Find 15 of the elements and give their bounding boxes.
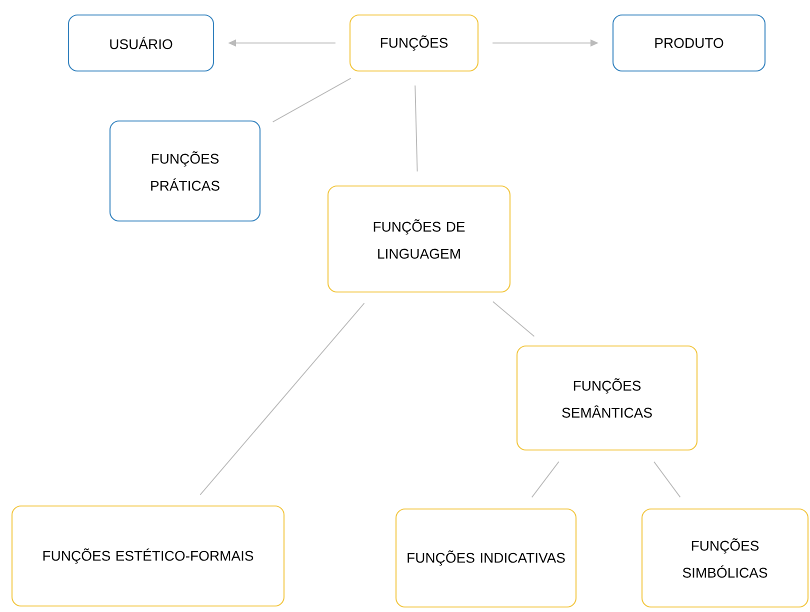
connector-line (654, 461, 681, 498)
concept-box: FUNÇÕES SIMBÓLICAS (641, 508, 809, 608)
concept-box: USUÁRIO (68, 14, 214, 72)
connector-line (272, 78, 352, 122)
concept-box: FUNÇÕES ESTÉTICO-FORMAIS (11, 505, 285, 607)
connector-line (200, 302, 365, 496)
concept-box: PRODUTO (612, 14, 766, 72)
connector-line (492, 301, 535, 337)
concept-box: FUNÇÕES PRÁTICAS (109, 120, 261, 222)
connector-line (531, 461, 560, 498)
connector-line (414, 85, 418, 172)
concept-box: FUNÇÕES SEMÂNTICAS (516, 345, 698, 451)
concept-box: FUNÇÕES DE LINGUAGEM (327, 185, 511, 293)
concept-box: FUNÇÕES INDICATIVAS (395, 508, 577, 608)
concept-box: FUNÇÕES (349, 14, 479, 72)
